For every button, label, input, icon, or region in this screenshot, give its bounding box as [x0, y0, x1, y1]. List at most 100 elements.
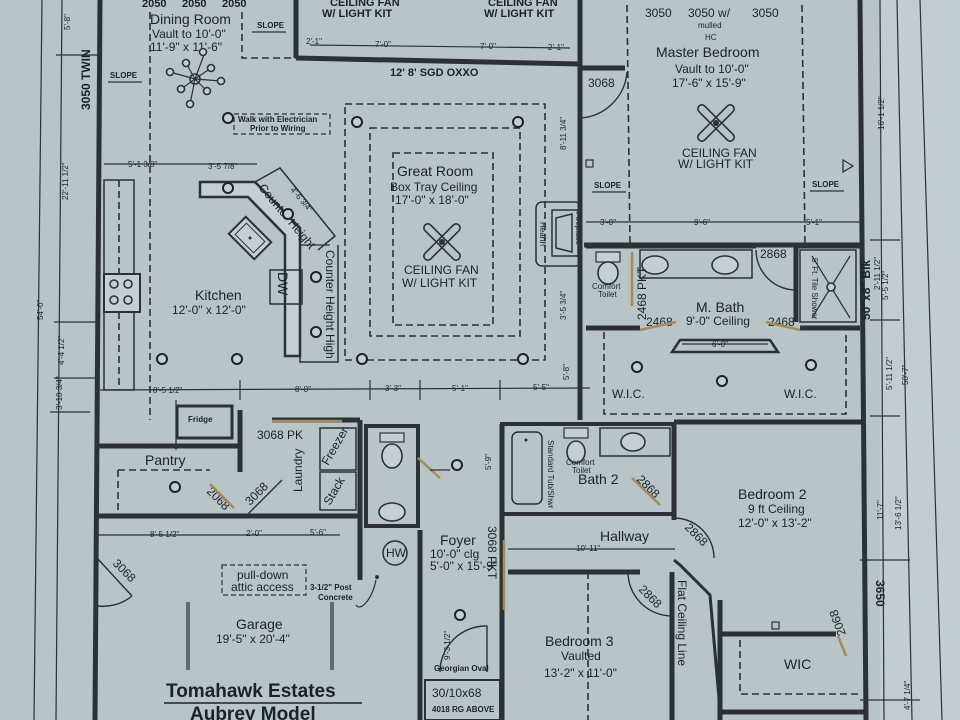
dim-right-1: 16'-1 1/2" — [877, 96, 886, 130]
blk-label: 50"x8" Blk — [859, 260, 873, 320]
toilet-tank — [595, 251, 621, 263]
bathtub — [511, 431, 543, 505]
shower — [799, 249, 857, 323]
freezer — [319, 427, 357, 471]
bath2-comfort-toilet-2: Toilet — [572, 466, 591, 475]
master-bedroom-size: 17'-6" x 15'-9" — [672, 76, 746, 90]
kitchen-island — [198, 180, 302, 358]
dim-great-v3: 5'-8" — [562, 364, 571, 380]
standard-tub-label: Standard Tub/Shwr — [546, 440, 555, 509]
dim-left-3: 54'-0" — [36, 299, 45, 320]
porch-fan-label-4: W/ LIGHT KIT — [484, 8, 555, 20]
window-3050-twin: 3050 TWIN — [79, 49, 93, 110]
master-bedroom-ceiling: Vault to 10'-0" — [675, 62, 749, 76]
mbath-ceiling: 9'-0" Ceiling — [686, 314, 750, 328]
garage-dimension-row: 8'-5 1/2" 2'-0" 5'-6" — [98, 528, 340, 539]
dim-mid-2: 8'-0" — [295, 385, 311, 394]
slope-label-dining: SLOPE — [257, 21, 285, 30]
master-fan-label-1: CEILING FAN — [682, 146, 757, 160]
dining-window-3: 2050 — [222, 0, 246, 10]
title-line-1: Tomahawk Estates — [166, 681, 336, 702]
recessed-light-icons — [156, 112, 529, 365]
porch-fan-label-3: CEILING FAN — [488, 0, 558, 9]
fridge-label: Fridge — [188, 415, 213, 424]
master-window-3: 3050 — [752, 6, 779, 20]
garage: 3068 pull-down attic access 3-1/2" Post … — [96, 540, 408, 670]
mid-dimension-row: 8'-5 1/2" 8'-0" 3'-3" 5'-1" 5'-5" — [99, 380, 591, 400]
great-room-fan-label-2: W/ LIGHT KIT — [402, 276, 478, 290]
dim-porch-4: 2'-1" — [548, 43, 564, 52]
toilet-icon — [381, 443, 403, 469]
dim-foyer-v2: 5'-9" — [484, 454, 493, 470]
thermostat-icon — [842, 158, 855, 174]
dim-right-2: 2'-11 1/2" — [873, 257, 882, 290]
dim-mid-5: 5'-5" — [533, 383, 549, 392]
bedroom2-name: Bedroom 2 — [738, 486, 807, 502]
dim-garage-1: 8'-5 1/2" — [150, 530, 179, 539]
dim-master-2: 9'-6" — [694, 218, 710, 227]
pendant-light-icons — [222, 182, 322, 338]
bedroom2-wic-name: WIC — [784, 656, 811, 672]
door-2468-b: 2468 — [768, 315, 795, 329]
dim-mid-3: 3'-3" — [385, 384, 401, 393]
foyer-ceiling: 10'-0" clg — [430, 547, 479, 561]
porch-fan-label-1: CEILING FAN — [330, 0, 400, 9]
door-3068-master: 3068 — [588, 76, 615, 90]
dim-foyer-v1: 9'-3 1/2" — [443, 631, 452, 660]
hallway-name: Hallway — [600, 528, 649, 544]
dim-hallway: 10'-11" — [576, 544, 600, 553]
master-bath: Comfort Toilet 2868 M. Bath 9'-0" Ceilin… — [586, 243, 873, 415]
dim-left-4: 4'-4 1/2" — [57, 336, 66, 365]
great-room-size: 17'-0" x 18'-0" — [395, 193, 469, 207]
bedroom-3: Bedroom 3 Vaulted 13'-2" x 11'-0" — [544, 572, 675, 720]
dining-room-ceiling: Vault to 10'-0" — [152, 27, 226, 41]
exterior-walls — [92, 0, 869, 720]
dim-garage-2: 2'-0" — [246, 529, 262, 538]
paper-margin — [880, 0, 960, 720]
water-heater — [382, 540, 408, 566]
dim-master-3: 5'-1" — [806, 218, 822, 227]
shower-label: 5' Ft. Tile Shower — [810, 258, 819, 320]
sink-icon — [620, 432, 646, 452]
bedroom3-name: Bedroom 3 — [545, 633, 614, 649]
flat-ceiling-label: Flat Ceiling Line — [675, 580, 689, 666]
dim-right-6: 11'-7" — [876, 500, 885, 520]
sink-icon — [641, 255, 669, 275]
dw-label: DW — [275, 272, 291, 296]
switch-icon — [585, 159, 594, 168]
bedroom-2: Bedroom 2 9 ft Ceiling 12'-0" x 13'-2" 3… — [671, 419, 887, 720]
master-hc: HC — [705, 33, 717, 42]
mbath-name: M. Bath — [696, 299, 744, 315]
right-dimension-lines: 16'-1 1/2" 2'-11 1/2" 5'-5 1/2" 5'-11 1/… — [860, 0, 943, 720]
bedroom3-ceiling: Vaulted — [561, 649, 601, 663]
left-dimension-lines: 5'-8" 22'-11 1/2" 54'-0" 4'-4 1/2" 3'-10… — [33, 0, 100, 720]
door-3068-pkt: 3068 PKT — [485, 526, 499, 580]
range-icon — [103, 273, 141, 313]
counter-height-high-label: Counter Height High — [323, 250, 337, 359]
door-3068-pk: 3068 PK — [257, 428, 303, 442]
bath2-comfort-toilet: Comfort — [566, 458, 595, 467]
dim-porch-2: 7'-0" — [375, 40, 391, 49]
title-line-2: Aubrey Model — [190, 704, 316, 720]
dim-left-1: 5'-8" — [63, 14, 72, 30]
master-fan-label-2: W/ LIGHT KIT — [678, 157, 754, 171]
post-label-2: Concrete — [318, 593, 353, 602]
foyer-name: Foyer — [440, 532, 476, 548]
bath2-name: Bath 2 — [578, 471, 619, 487]
wic-right-name: W.I.C. — [784, 387, 817, 401]
bath-2: Standard Tub/Shwr Comfort Toilet Bath 2 … — [500, 422, 676, 516]
master-mulled: mulled — [698, 21, 722, 30]
master-bedroom-name: Master Bedroom — [656, 44, 759, 60]
attic-label-1: pull-down — [237, 568, 288, 582]
dim-great-v2: 3'-5 3/4" — [559, 291, 568, 320]
dim-garage-3: 5'-6" — [310, 528, 326, 537]
door-2468-pkt: 2468 PKT — [635, 266, 649, 320]
door-2468-a: 2468 — [646, 315, 673, 329]
dim-left-5: 3'-10 3/4" — [55, 376, 64, 410]
dining-window-1: 2050 — [142, 0, 166, 10]
sink-icon — [711, 255, 739, 275]
hearth-label: Hearth — [538, 222, 547, 246]
ceiling-fan-icon — [423, 223, 461, 261]
stack-washer-dryer — [319, 471, 357, 511]
